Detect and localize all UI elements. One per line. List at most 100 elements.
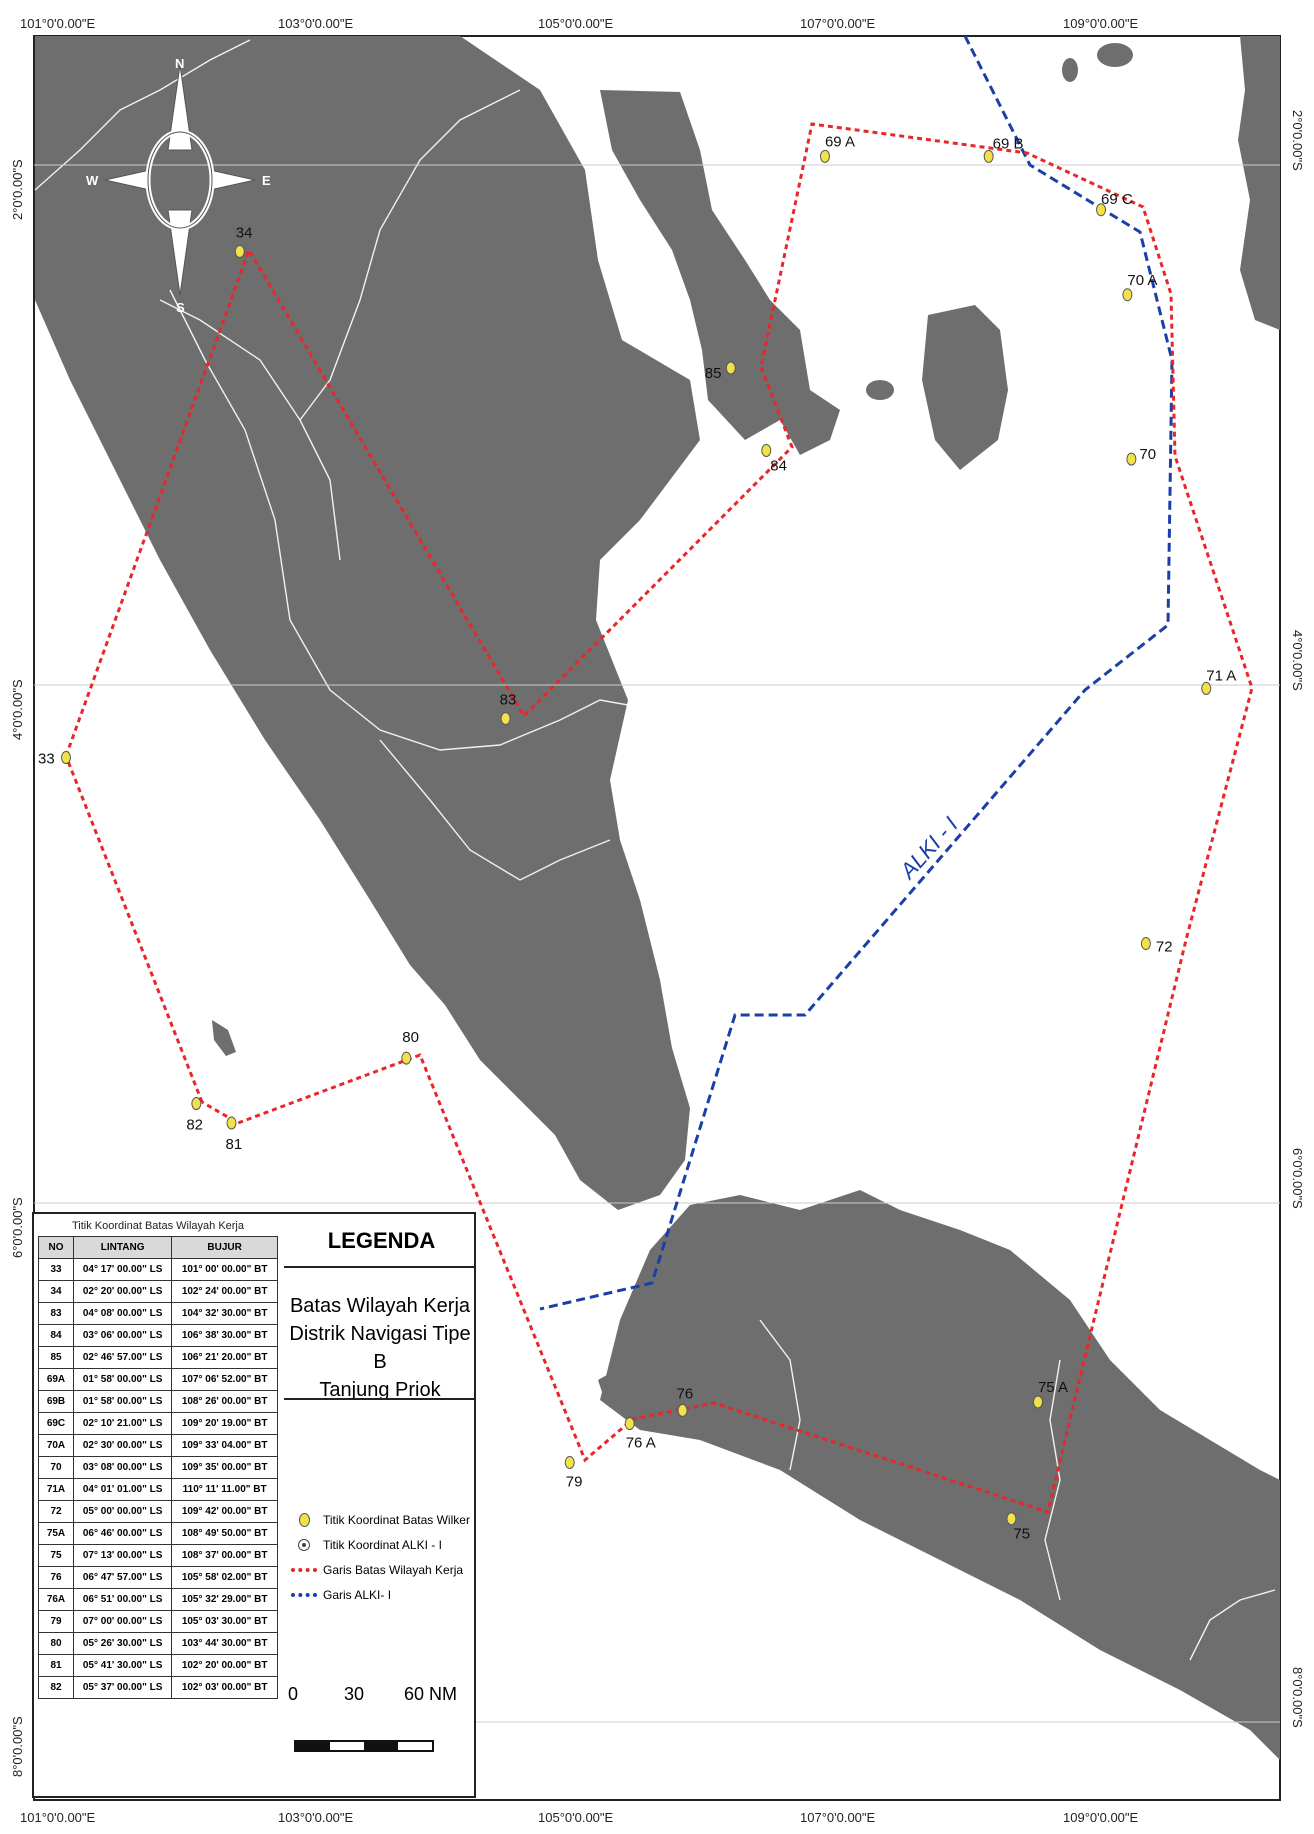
point-label: 76 A [626, 1435, 656, 1452]
cell-bujur: 105° 58' 02.00" BT [171, 1566, 278, 1589]
boundary-point [500, 712, 511, 726]
cell-lintang: 06° 46' 00.00" LS [72, 1522, 173, 1545]
boundary-line-closing [64, 755, 204, 1103]
lon-label-107-top: 107°0'0.00"E [800, 16, 876, 31]
lon-label-107-bottom: 107°0'0.00"E [800, 1810, 876, 1825]
boundary-point [1201, 681, 1212, 695]
boundary-point [1126, 452, 1137, 466]
longitude-labels-bottom: 101°0'0.00"E 103°0'0.00"E 105°0'0.00"E 1… [20, 1810, 1139, 1825]
cell-bujur: 109° 33' 04.00" BT [171, 1434, 278, 1457]
boundary-point [725, 361, 736, 375]
cell-no: 82 [38, 1676, 74, 1699]
lat-label-4-left: 4°0'0.00"S [10, 679, 25, 740]
land-belitung [922, 305, 1008, 470]
blue-dotted-line-icon [291, 1593, 317, 1597]
point-label: 75 A [1038, 1379, 1068, 1396]
lat-label-8-left: 8°0'0.00"S [10, 1716, 25, 1777]
scale-bar [294, 1740, 434, 1752]
boundary-point [564, 1456, 575, 1469]
cell-no: 84 [38, 1324, 74, 1347]
legend-description: Batas Wilayah Kerja Distrik Navigasi Tip… [286, 1292, 474, 1404]
cell-no: 79 [38, 1610, 74, 1633]
cell-no: 69B [38, 1390, 74, 1413]
boundary-point [1006, 1512, 1017, 1526]
latitude-labels-right: 2°0'0.00"S 4°0'0.00"S 6°0'0.00"S 8°0'0.0… [1290, 110, 1305, 1728]
lon-label-101-bottom: 101°0'0.00"E [20, 1810, 96, 1825]
point-label: 83 [500, 692, 517, 709]
boundary-point [1122, 288, 1133, 302]
legend-item-boundary-line: Garis Batas Wilayah Kerja [289, 1559, 463, 1581]
lat-label-6-right: 6°0'0.00"S [1290, 1148, 1305, 1209]
graticule [34, 164, 1280, 1723]
cell-no: 69C [38, 1412, 74, 1435]
lat-label-8-right: 8°0'0.00"S [1290, 1667, 1305, 1728]
compass-n: N [175, 56, 184, 71]
cell-bujur: 104° 32' 30.00" BT [171, 1302, 278, 1325]
point-label: 82 [186, 1117, 203, 1134]
cell-lintang: 07° 13' 00.00" LS [72, 1544, 173, 1567]
latitude-labels-left: 2°0'0.00"S 4°0'0.00"S 6°0'0.00"S 8°0'0.0… [10, 159, 25, 1777]
cell-no: 70 [38, 1456, 74, 1479]
cell-no: 70A [38, 1434, 74, 1457]
point-label: 76 [677, 1385, 694, 1402]
cell-lintang: 03° 06' 00.00" LS [72, 1324, 173, 1347]
lon-label-101-top: 101°0'0.00"E [20, 16, 96, 31]
boundary-point [61, 751, 71, 765]
cell-bujur: 109° 20' 19.00" BT [171, 1412, 278, 1435]
legend-item-alki-line: Garis ALKI- I [289, 1584, 391, 1606]
col-lintang: LINTANG [72, 1236, 173, 1259]
cell-lintang: 04° 01' 01.00" LS [72, 1478, 173, 1501]
compass-rose: N S W E [86, 56, 271, 315]
legend-desc-line-2: Distrik Navigasi Tipe B [289, 1323, 471, 1373]
legend-divider-top [284, 1266, 474, 1268]
cell-bujur: 108° 49' 50.00" BT [171, 1522, 278, 1545]
land-bangka [600, 90, 840, 455]
lon-label-103-top: 103°0'0.00"E [278, 16, 354, 31]
cell-lintang: 01° 58' 00.00" LS [72, 1368, 173, 1391]
compass-e: E [262, 173, 271, 188]
coord-table-header: NO LINTANG BUJUR [38, 1236, 278, 1259]
cell-no: 76A [38, 1588, 74, 1611]
cell-lintang: 02° 46' 57.00" LS [72, 1346, 173, 1369]
cell-lintang: 06° 47' 57.00" LS [72, 1566, 173, 1589]
lat-label-4-right: 4°0'0.00"S [1290, 630, 1305, 691]
point-label: 71 A [1206, 667, 1236, 684]
land-kalimantan [1238, 36, 1280, 330]
legend-divider-bottom [284, 1398, 474, 1400]
boundary-point [234, 245, 245, 258]
scale-label-0: 0 [288, 1684, 299, 1704]
alki-point-icon [298, 1539, 310, 1551]
cell-no: 34 [38, 1280, 74, 1303]
cell-no: 75A [38, 1522, 74, 1545]
cell-lintang: 05° 00' 00.00" LS [72, 1500, 173, 1523]
cell-lintang: 04° 17' 00.00" LS [72, 1258, 173, 1281]
cell-bujur: 107° 06' 52.00" BT [171, 1368, 278, 1391]
point-label: 85 [705, 365, 722, 382]
cell-lintang: 02° 20' 00.00" LS [72, 1280, 173, 1303]
legend-desc-line-3: Tanjung Priok [319, 1379, 441, 1401]
cell-bujur: 110° 11' 11.00" BT [171, 1478, 278, 1501]
cell-no: 75 [38, 1544, 74, 1567]
land-islet-3 [1097, 43, 1133, 67]
legend-item-wilker-point: Titik Koordinat Batas Wilker [289, 1509, 470, 1531]
alki-line [539, 35, 1174, 1311]
lon-label-105-top: 105°0'0.00"E [538, 16, 614, 31]
land-islet-2 [1062, 58, 1078, 82]
boundary-point [983, 149, 994, 163]
point-label: 69 A [825, 133, 855, 150]
scale-label-30: 30 [344, 1684, 365, 1704]
cell-no: 72 [38, 1500, 74, 1523]
point-label: 33 [38, 751, 55, 768]
